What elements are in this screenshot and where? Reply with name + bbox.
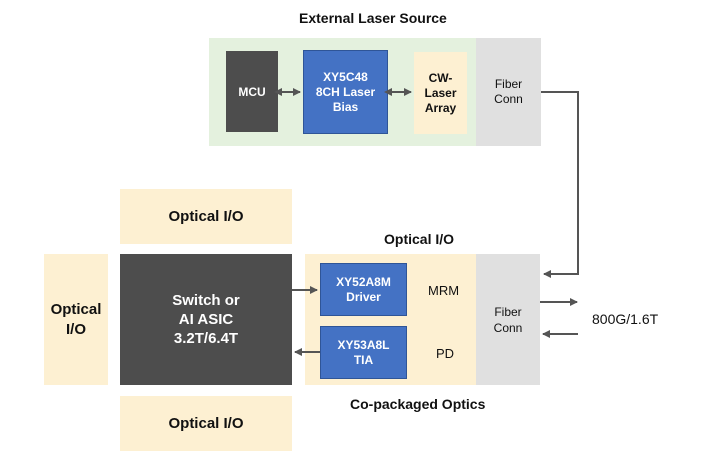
driver-block: XY52A8M Driver — [320, 263, 407, 316]
tia-line2: TIA — [353, 352, 374, 367]
optical-io-left-line1: Optical — [50, 300, 102, 318]
optical-io-bottom: Optical I/O — [120, 396, 292, 451]
cw-laser-line2: Laser — [424, 85, 457, 100]
mrm-label: MRM — [428, 283, 460, 298]
laser-bias-line2: 8CH Laser — [315, 84, 376, 99]
cw-laser-line1: CW- — [428, 70, 453, 85]
mcu-block: MCU — [226, 51, 278, 132]
laser-fiber-conn: Fiber Conn — [476, 38, 541, 146]
optical-io-left: Optical I/O — [44, 254, 108, 385]
cpo-caption: Co-packaged Optics — [350, 396, 486, 412]
switch-asic-block: Switch or AI ASIC 3.2T/6.4T — [120, 254, 292, 385]
cpo-fiber-line2: Conn — [493, 320, 523, 335]
pd-label: PD — [436, 346, 455, 361]
laser-fiber-line1: Fiber — [494, 77, 523, 91]
switch-line2: AI ASIC — [178, 311, 234, 328]
laser-source-title: External Laser Source — [299, 10, 447, 26]
driver-line2: Driver — [346, 289, 381, 304]
switch-line3: 3.2T/6.4T — [173, 330, 239, 347]
laser-bias-line1: XY5C48 — [323, 69, 368, 84]
optical-io-top: Optical I/O — [120, 189, 292, 244]
tia-line1: XY53A8L — [337, 337, 390, 352]
switch-line1: Switch or — [172, 292, 240, 309]
cpo-title: Optical I/O — [384, 231, 455, 247]
laser-bias-block: XY5C48 8CH Laser Bias — [303, 50, 388, 134]
fiber-feed-arrow — [541, 91, 579, 278]
tia-block: XY53A8L TIA — [320, 326, 407, 379]
output-rate-label: 800G/1.6T — [592, 311, 659, 327]
cpo-fiber-conn: Fiber Conn — [476, 254, 540, 385]
optical-io-left-line2: I/O — [65, 320, 86, 338]
mcu-label: MCU — [238, 84, 266, 99]
laser-fiber-line2: Conn — [494, 92, 523, 106]
optical-io-top-label: Optical I/O — [168, 207, 244, 225]
laser-bias-line3: Bias — [332, 99, 359, 114]
cw-laser-line3: Array — [424, 100, 457, 115]
cpo-fiber-line1: Fiber — [494, 304, 522, 319]
optical-io-bottom-label: Optical I/O — [168, 414, 244, 432]
driver-line1: XY52A8M — [336, 274, 391, 289]
cw-laser-array-block: CW- Laser Array — [414, 52, 467, 134]
